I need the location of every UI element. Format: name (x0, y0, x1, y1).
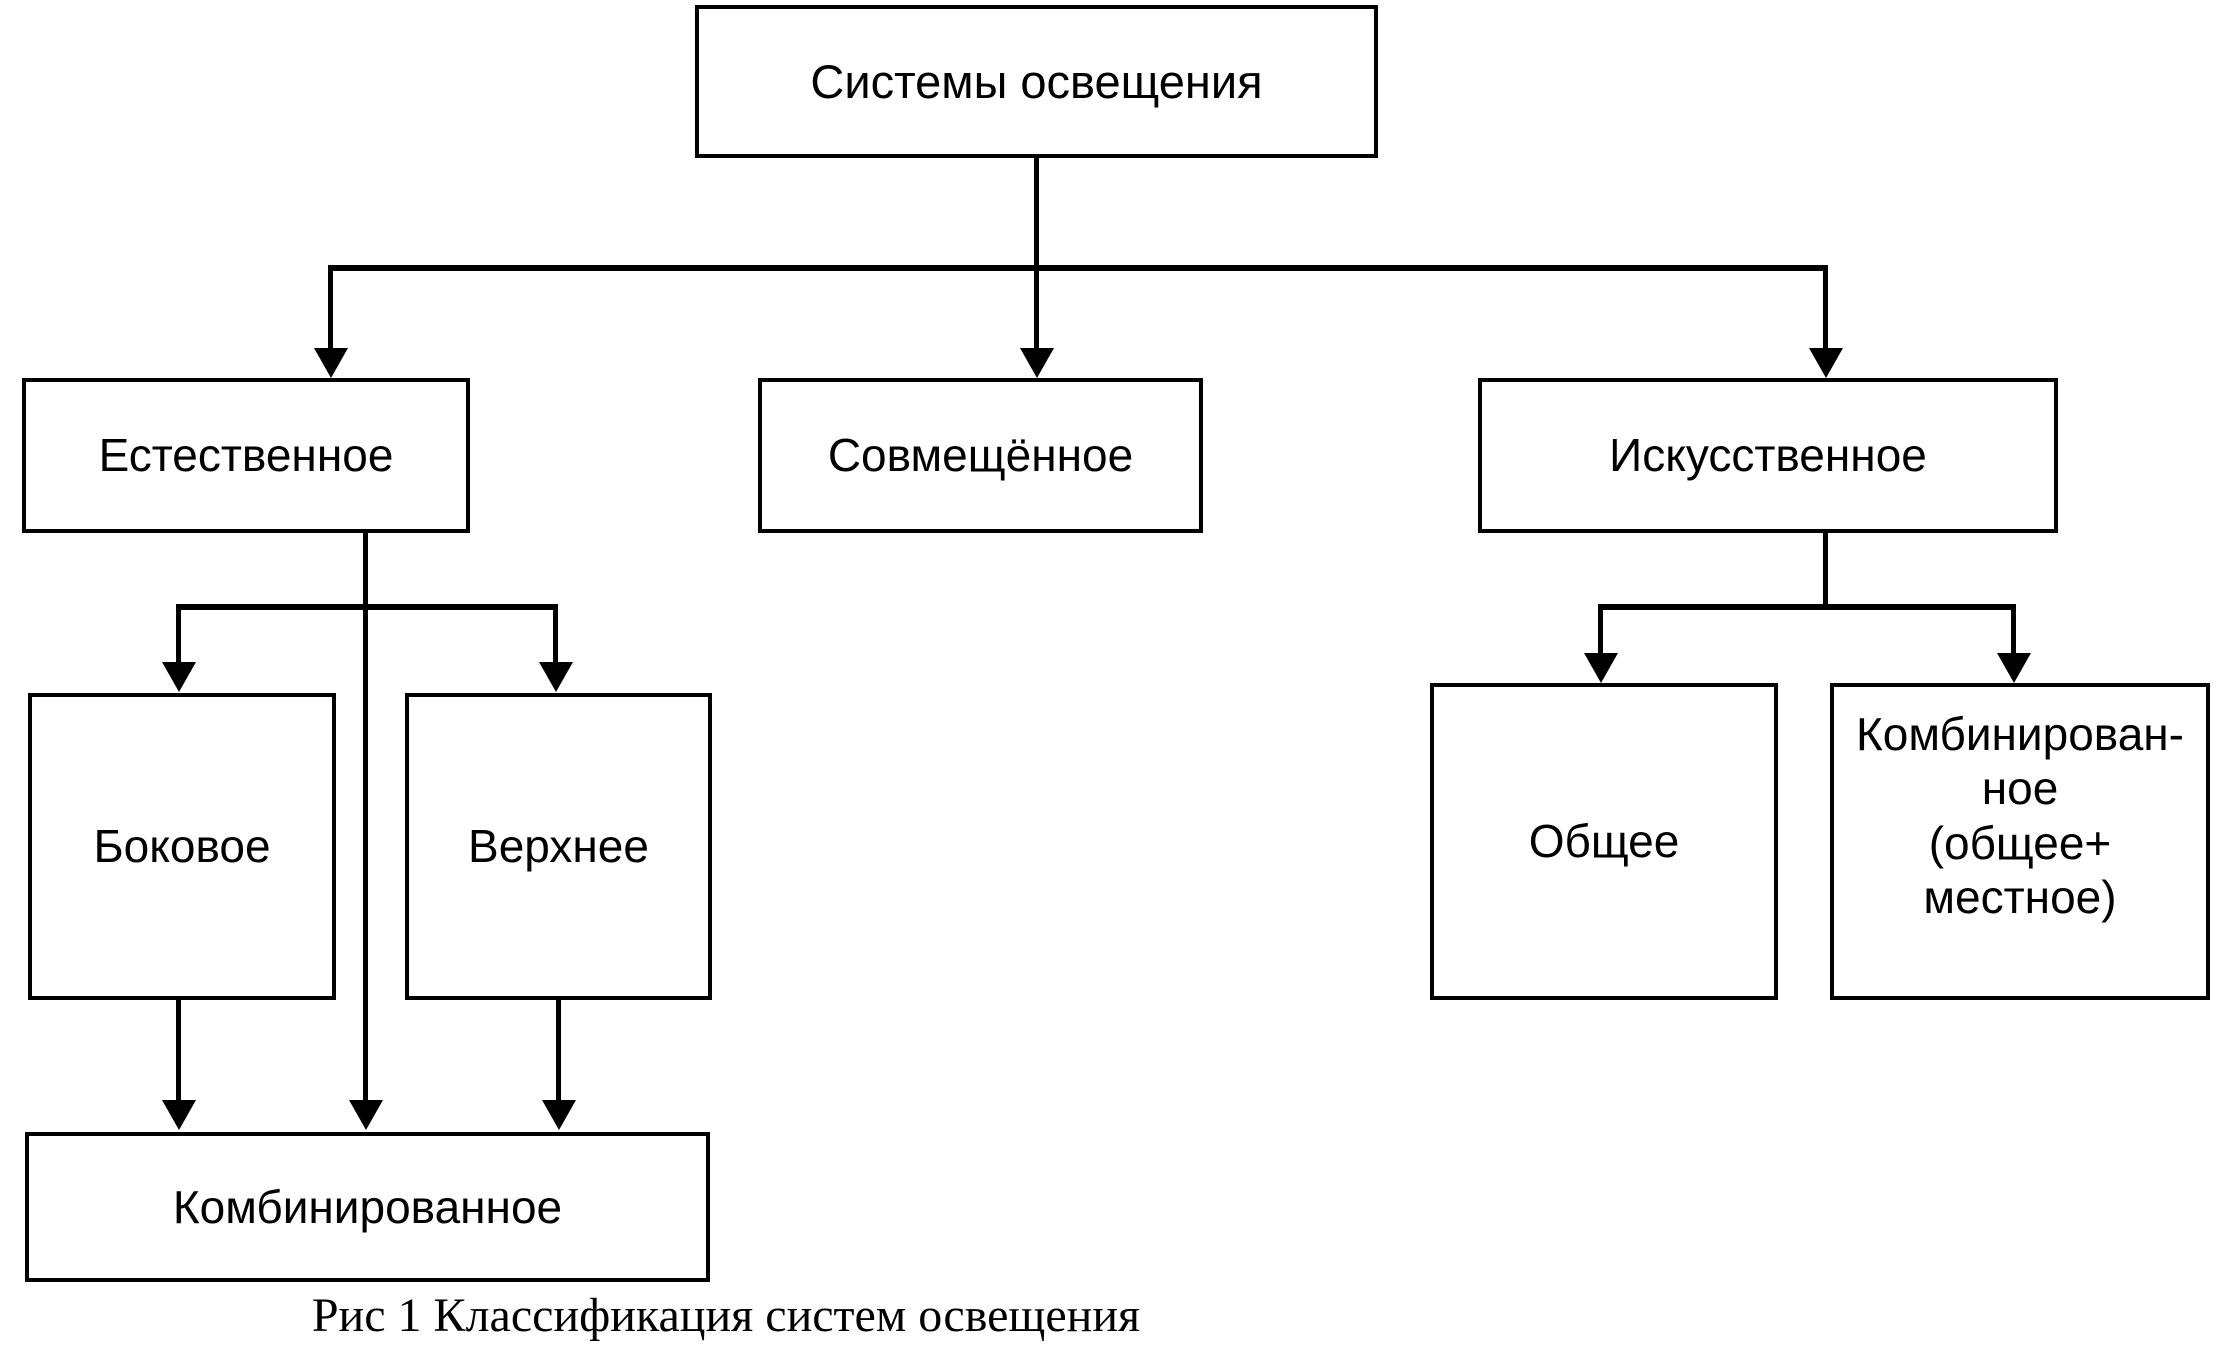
connector-drop-artificial (1823, 265, 1828, 350)
node-combined-artificial-lighting[interactable]: Комбинирован- ное (общее+ местное) (1830, 683, 2210, 1000)
connector-root-bus (328, 265, 1828, 271)
arrowhead-combined-artificial (1997, 653, 2031, 683)
connector-drop-combined-system (1034, 265, 1039, 350)
node-top-lighting-label: Верхнее (468, 820, 649, 873)
arrowhead-natural (314, 348, 348, 378)
node-combined-natural-lighting-label: Комбинированное (172, 1180, 563, 1233)
node-combined-artificial-line-4: местное) (1923, 870, 2117, 923)
node-general-lighting-label: Общее (1528, 815, 1680, 868)
connector-top-to-combined (556, 1000, 561, 1100)
node-side-lighting[interactable]: Боковое (28, 693, 336, 1000)
arrowhead-top (539, 662, 573, 692)
arrowhead-general (1584, 653, 1618, 683)
node-lighting-systems-label: Системы освещения (810, 54, 1263, 108)
node-combined-natural-lighting[interactable]: Комбинированное (25, 1132, 710, 1282)
connector-natural-center-stem (363, 533, 368, 1101)
connector-drop-general (1598, 604, 1603, 656)
connector-drop-top (553, 604, 558, 664)
node-combined-artificial-line-1: Комбинирован- (1855, 708, 2185, 760)
node-combined-artificial-lighting-label: Комбинирован- ное (общее+ местное) (1852, 707, 2188, 924)
connector-natural-bus (176, 604, 558, 610)
node-combined-artificial-line-2: ное (1981, 762, 2059, 815)
arrowhead-artificial (1809, 348, 1843, 378)
node-general-lighting[interactable]: Общее (1430, 683, 1778, 1000)
arrowhead-combined-natural-left (162, 1100, 196, 1130)
connector-root-stem (1034, 158, 1039, 268)
arrowhead-side (162, 662, 196, 692)
node-top-lighting[interactable]: Верхнее (405, 693, 712, 1000)
node-artificial-lighting[interactable]: Искусственное (1478, 378, 2058, 533)
figure-caption: Рис 1 Классификация систем освещения (311, 1289, 1141, 1342)
connector-drop-side (176, 604, 181, 664)
node-combined-artificial-line-3: (общее+ (1928, 816, 2112, 869)
connector-artificial-stem (1823, 533, 1828, 606)
connector-drop-natural (328, 265, 333, 350)
arrowhead-combined-natural-right (542, 1100, 576, 1130)
node-combined-lighting-system[interactable]: Совмещённое (758, 378, 1203, 533)
arrowhead-combined-natural-center (349, 1100, 383, 1130)
node-lighting-systems[interactable]: Системы освещения (695, 5, 1378, 158)
connector-drop-combined-artificial (2011, 604, 2016, 656)
node-natural-lighting-label: Естественное (98, 429, 394, 482)
node-combined-lighting-system-label: Совмещённое (827, 429, 1134, 482)
node-natural-lighting[interactable]: Естественное (22, 378, 470, 533)
node-artificial-lighting-label: Искусственное (1609, 429, 1927, 482)
connector-artificial-bus (1598, 604, 2016, 610)
connector-side-to-combined (176, 1000, 181, 1100)
arrowhead-combined-system (1020, 348, 1054, 378)
node-side-lighting-label: Боковое (93, 820, 271, 873)
